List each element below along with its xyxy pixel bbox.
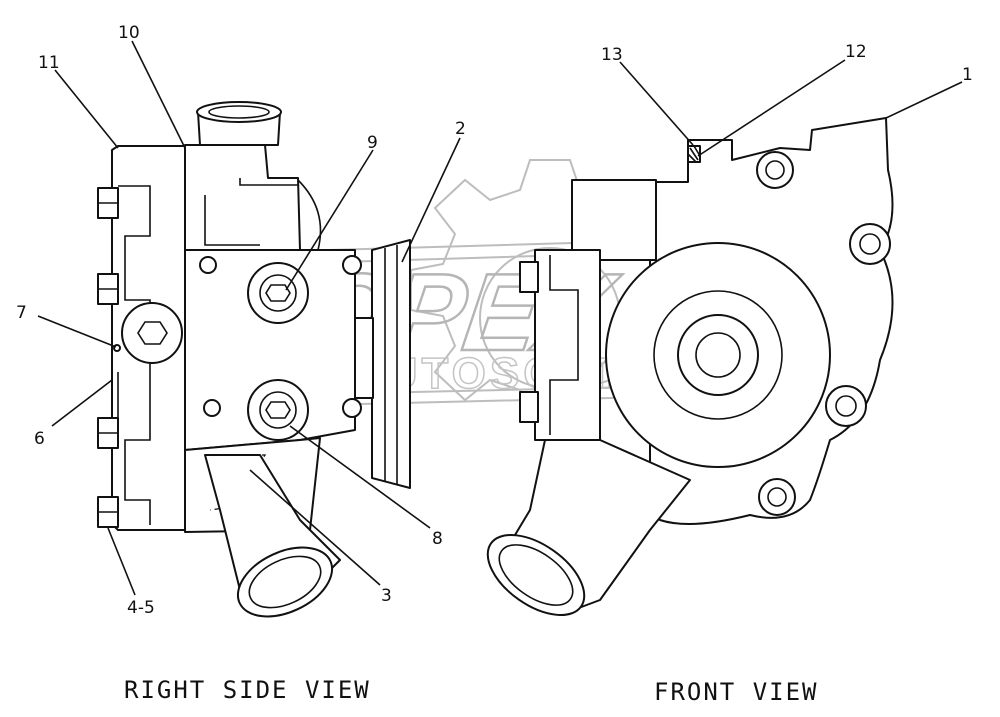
outlet-pipe bbox=[204, 454, 341, 618]
right-side-view-label: RIGHT SIDE VIEW bbox=[124, 676, 371, 704]
leader-9 bbox=[285, 149, 374, 291]
bolt-icon bbox=[519, 261, 539, 293]
leader-7 bbox=[37, 315, 117, 348]
callout-3: 3 bbox=[381, 586, 392, 606]
bolt-boss bbox=[825, 385, 867, 427]
leader-2 bbox=[401, 137, 461, 263]
leader-1 bbox=[885, 81, 963, 119]
pulley-hub bbox=[354, 317, 374, 399]
leader-3 bbox=[249, 469, 381, 586]
housing-top bbox=[184, 144, 301, 251]
bolt-9 bbox=[247, 262, 309, 324]
bolt-boss bbox=[756, 151, 794, 189]
top-pipe bbox=[196, 101, 282, 146]
callout-labels: 10 11 9 2 7 6 8 3 4-5 13 12 1 bbox=[16, 23, 973, 618]
bolt-hole-icon bbox=[199, 256, 217, 274]
bolt-8 bbox=[247, 379, 309, 441]
front-outlet-pipe bbox=[486, 439, 691, 616]
leader-11 bbox=[54, 69, 119, 149]
front-view bbox=[486, 117, 894, 616]
callout-4-5: 4-5 bbox=[127, 598, 155, 618]
bolt-boss bbox=[849, 223, 891, 265]
callout-1: 1 bbox=[962, 65, 973, 85]
callout-13: 13 bbox=[601, 45, 623, 65]
callout-10: 10 bbox=[118, 23, 140, 43]
right-side-view bbox=[97, 101, 411, 618]
callout-6: 6 bbox=[34, 429, 45, 449]
leader-4-5 bbox=[107, 527, 136, 596]
front-view-label: FRONT VIEW bbox=[654, 678, 819, 706]
bolt-hole-icon bbox=[342, 255, 362, 275]
bolt-icon bbox=[519, 391, 539, 423]
leader-13 bbox=[619, 61, 694, 146]
leader-10 bbox=[131, 40, 186, 149]
leader-8 bbox=[289, 425, 431, 529]
leader-6 bbox=[51, 379, 113, 427]
bolt-hole-icon bbox=[203, 399, 221, 417]
main-housing bbox=[184, 249, 356, 451]
callout-2: 2 bbox=[455, 119, 466, 139]
cover-bolts bbox=[97, 187, 119, 528]
callout-12: 12 bbox=[845, 42, 867, 62]
callout-8: 8 bbox=[432, 529, 443, 549]
leader-12 bbox=[697, 59, 846, 157]
shaft-hub bbox=[677, 314, 759, 396]
callout-7: 7 bbox=[16, 303, 27, 323]
leader-lines bbox=[37, 40, 963, 596]
callout-11: 11 bbox=[38, 53, 60, 73]
front-flange bbox=[534, 249, 601, 441]
bolt-hole-icon bbox=[342, 398, 362, 418]
side-plug bbox=[121, 302, 183, 364]
callout-9: 9 bbox=[367, 133, 378, 153]
bolt-boss bbox=[758, 478, 796, 516]
upper-flange bbox=[571, 179, 657, 261]
pulley bbox=[354, 239, 411, 489]
